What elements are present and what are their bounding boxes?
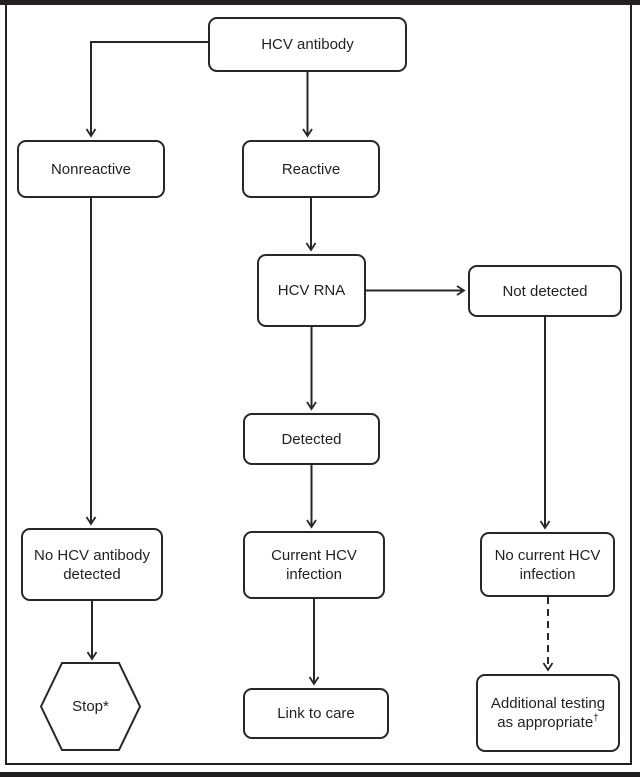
node-no-current-hcv-infection: No current HCV infection	[480, 532, 615, 597]
node-label-line1: No HCV antibody	[34, 546, 150, 564]
node-label: Stop*	[72, 698, 109, 715]
node-label-line2: infection	[286, 566, 342, 583]
node-label-line2: detected	[63, 565, 121, 583]
node-stop: Stop*	[41, 663, 140, 750]
node-label-line2: infection	[519, 565, 576, 583]
node-label: HCV antibody	[261, 36, 354, 53]
node-additional-testing: Additional testing as appropriate†	[476, 674, 620, 752]
node-not-detected: Not detected	[468, 265, 622, 317]
node-label: Reactive	[281, 160, 341, 178]
node-label: HCV RNA	[277, 282, 346, 299]
node-link-to-care: Link to care	[243, 688, 389, 739]
node-current-hcv-infection: Current HCV infection	[243, 531, 385, 599]
figure-border	[5, 2, 632, 765]
node-hcv-antibody: HCV antibody	[208, 17, 407, 72]
stop-hexagon	[39, 662, 142, 751]
figure-bottom-rule	[0, 772, 640, 777]
edge-hcv-antibody-to-nonreactive	[85, 41, 208, 138]
node-label-line1: No current HCV	[494, 546, 601, 564]
node-hcv-rna: HCV RNA	[257, 254, 366, 327]
node-label-line1: Current HCV	[271, 547, 357, 564]
node-label-line1: Additional testing	[490, 695, 606, 712]
node-no-hcv-antibody-detected: No HCV antibody detected	[21, 528, 163, 601]
node-label-line2: as appropriate†	[497, 713, 598, 732]
node-label-line2-text: as appropriate	[497, 714, 594, 731]
node-label: Link to care	[277, 705, 355, 722]
node-reactive: Reactive	[242, 140, 380, 198]
node-label: Not detected	[502, 282, 588, 300]
node-detected: Detected	[243, 413, 380, 465]
node-label: Nonreactive	[50, 160, 132, 178]
dagger-footnote-marker: †	[593, 713, 599, 724]
node-nonreactive: Nonreactive	[17, 140, 165, 198]
node-label: Detected	[281, 430, 342, 448]
